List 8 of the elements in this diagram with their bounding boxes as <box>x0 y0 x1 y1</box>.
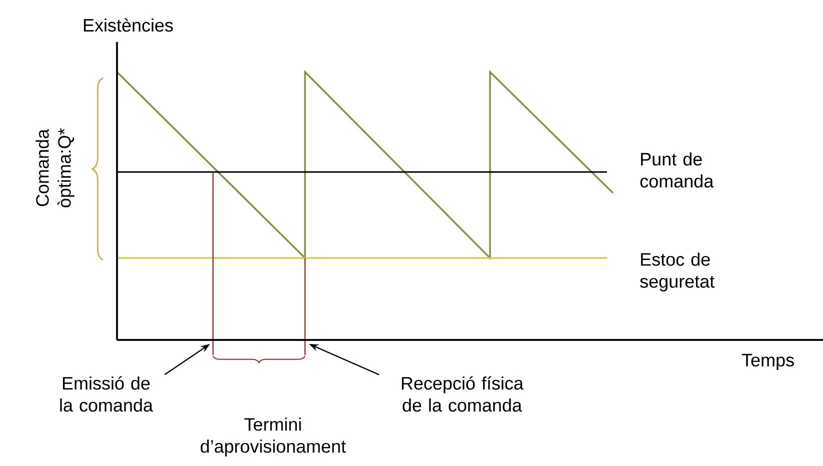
brace-label: Termini d’aprovisionament <box>200 418 346 456</box>
brace-label: Comanda òptima:Q* <box>36 128 74 208</box>
callout-text: Emissió de la comanda <box>60 376 154 412</box>
line-label: Punt de comanda <box>640 152 714 188</box>
line-label: Estoc de seguretat <box>640 252 715 292</box>
axis-label: Temps <box>742 354 794 370</box>
axis-label: Existències <box>84 18 173 32</box>
callout-text: Recepció física de la comanda <box>402 376 524 412</box>
